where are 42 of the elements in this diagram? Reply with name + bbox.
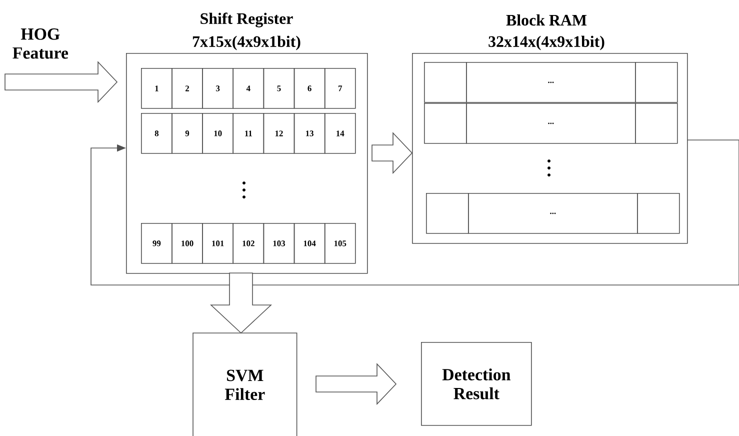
memory-cell xyxy=(426,192,469,234)
register-cell: 14 xyxy=(324,113,356,154)
memory-cell xyxy=(637,192,680,234)
register-cell: 102 xyxy=(232,222,264,264)
register-cell: 13 xyxy=(294,113,326,154)
register-cell: 105 xyxy=(324,222,356,264)
register-cell: 12 xyxy=(263,113,295,154)
node-label: 7x15x(4x9x1bit) xyxy=(192,36,300,50)
register-cell: 11 xyxy=(232,113,264,154)
register-cell: 6 xyxy=(294,68,326,109)
memory-cell: ... xyxy=(466,62,636,103)
memory-cell xyxy=(635,62,678,103)
register-cell: 3 xyxy=(202,68,234,109)
register-cell: 1 xyxy=(141,68,172,109)
memory-cell xyxy=(635,103,678,144)
register-cell: 4 xyxy=(232,68,264,109)
memory-cell xyxy=(424,62,467,103)
block-arrow xyxy=(316,362,397,405)
node-label: Block RAM xyxy=(506,14,587,26)
register-cell: 99 xyxy=(141,222,172,264)
register-cell: 10 xyxy=(202,113,234,154)
register-cell: 8 xyxy=(141,113,172,154)
node-label: Shift Register xyxy=(200,12,293,28)
result-box: Detection Result xyxy=(421,342,532,426)
memory-cell: ... xyxy=(466,103,636,144)
register-cell: 7 xyxy=(324,68,356,109)
node-label: 32x14x(4x9x1bit) xyxy=(488,36,604,50)
register-cell: 103 xyxy=(263,222,295,264)
block-arrow xyxy=(4,61,118,103)
input-label: HOG Feature xyxy=(12,28,68,59)
register-cell: 104 xyxy=(294,222,326,264)
register-cell: 5 xyxy=(263,68,295,109)
register-cell: 9 xyxy=(172,113,203,154)
block-arrow xyxy=(372,132,413,174)
memory-cell: ... xyxy=(468,192,638,234)
filter-box: SVM Filter xyxy=(192,332,298,436)
register-cell: 101 xyxy=(202,222,234,264)
block-arrow xyxy=(210,272,272,334)
memory-cell xyxy=(424,103,467,144)
register-cell: 2 xyxy=(172,68,203,109)
register-cell: 100 xyxy=(172,222,203,264)
feedback-arrow xyxy=(90,140,739,286)
